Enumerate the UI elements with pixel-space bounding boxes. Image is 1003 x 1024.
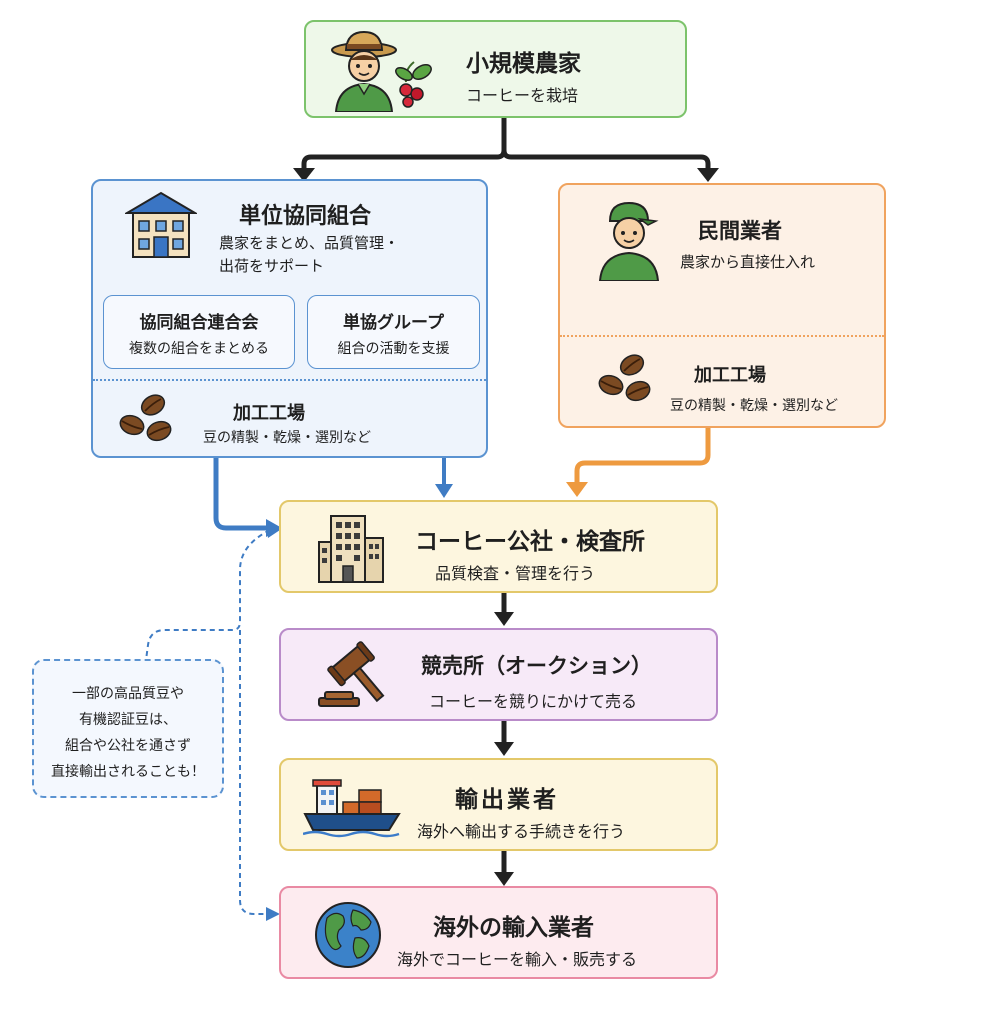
arrowhead-bypass bbox=[266, 907, 280, 921]
farmer-subtitle: コーヒーを栽培 bbox=[466, 86, 579, 105]
dashed-bypass-bottom bbox=[239, 630, 268, 915]
arrow-farmer-to-private bbox=[501, 149, 711, 172]
auction-subtitle: コーヒーを競りにかけて売る bbox=[429, 692, 638, 711]
federation-title: 協同組合連合会 bbox=[139, 313, 259, 333]
exporter-subtitle: 海外へ輸出する手続きを行う bbox=[417, 822, 626, 841]
note-line-4: 直接輸出されることも！ bbox=[51, 764, 205, 780]
farmer-icon bbox=[331, 30, 397, 112]
coop-subtitle-1: 農家をまとめ、品質管理・ bbox=[219, 234, 400, 252]
group-subtitle: 組合の活動を支援 bbox=[337, 341, 450, 357]
worker-icon bbox=[598, 201, 660, 281]
importer-title: 海外の輸入業者 bbox=[433, 915, 594, 941]
private-box: 民間業者 農家から直接仕入れ 加工工場 豆の精製・乾燥・選別など bbox=[558, 183, 886, 428]
dashed-bypass-top bbox=[145, 529, 271, 661]
arrow-private-to-authority bbox=[574, 428, 711, 484]
coop-factory-subtitle: 豆の精製・乾燥・選別など bbox=[203, 430, 371, 446]
private-subtitle: 農家から直接仕入れ bbox=[680, 253, 816, 271]
globe-icon bbox=[315, 902, 381, 968]
importer-subtitle: 海外でコーヒーを輸入・販売する bbox=[397, 950, 638, 969]
group-title: 単協グループ bbox=[343, 313, 444, 333]
auction-title: 競売所（オークション） bbox=[421, 654, 652, 678]
importer-box: 海外の輸入業者 海外でコーヒーを輸入・販売する bbox=[279, 886, 718, 979]
authority-box: コーヒー公社・検査所 品質検査・管理を行う bbox=[279, 500, 718, 593]
private-factory-subtitle: 豆の精製・乾燥・選別など bbox=[670, 398, 838, 414]
private-title: 民間業者 bbox=[698, 219, 782, 243]
gavel-icon bbox=[318, 641, 385, 707]
arrowhead-coop-factory bbox=[435, 484, 453, 498]
farmer-box: 小規模農家 コーヒーを栽培 bbox=[304, 20, 687, 118]
direct-export-note: 一部の高品質豆や 有機認証豆は、 組合や公社を通さず 直接輸出されることも！ bbox=[32, 659, 224, 798]
arrowhead-private bbox=[566, 482, 588, 497]
coop-subtitle-2: 出荷をサポート bbox=[219, 257, 325, 275]
authority-title: コーヒー公社・検査所 bbox=[415, 529, 645, 555]
exporter-box: 輸出業者 海外へ輸出する手続きを行う bbox=[279, 758, 718, 851]
note-line-3: 組合や公社を通さず bbox=[65, 738, 191, 754]
exporter-title: 輸出業者 bbox=[455, 787, 559, 813]
building-icon bbox=[125, 191, 197, 258]
private-factory-title: 加工工場 bbox=[694, 365, 766, 386]
private-divider bbox=[560, 335, 884, 337]
coop-factory-title: 加工工場 bbox=[233, 403, 305, 424]
arrowhead-to-private bbox=[697, 168, 719, 182]
group-box: 単協グループ 組合の活動を支援 bbox=[307, 295, 480, 369]
office-tower-icon bbox=[318, 515, 384, 583]
auction-box: 競売所（オークション） コーヒーを競りにかけて売る bbox=[279, 628, 718, 721]
arrow-farmer-split bbox=[301, 118, 507, 172]
note-line-2: 有機認証豆は、 bbox=[79, 712, 177, 728]
coop-box: 単位協同組合 農家をまとめ、品質管理・ 出荷をサポート 協同組合連合会 複数の組… bbox=[91, 179, 488, 458]
authority-subtitle: 品質検査・管理を行う bbox=[435, 564, 596, 583]
arrowhead-to-coop bbox=[293, 168, 315, 182]
coffee-cherry-icon bbox=[395, 61, 432, 108]
coop-divider bbox=[93, 379, 486, 381]
note-line-1: 一部の高品質豆や bbox=[72, 686, 184, 702]
coop-title: 単位協同組合 bbox=[239, 204, 372, 229]
federation-box: 協同組合連合会 複数の組合をまとめる bbox=[103, 295, 295, 369]
coffee-beans-icon bbox=[119, 394, 172, 442]
arrow-coop-to-authority bbox=[213, 458, 268, 531]
cargo-ship-icon bbox=[303, 779, 401, 838]
farmer-title: 小規模農家 bbox=[466, 51, 581, 77]
coffee-beans-icon bbox=[598, 354, 651, 402]
federation-subtitle: 複数の組合をまとめる bbox=[129, 341, 269, 357]
